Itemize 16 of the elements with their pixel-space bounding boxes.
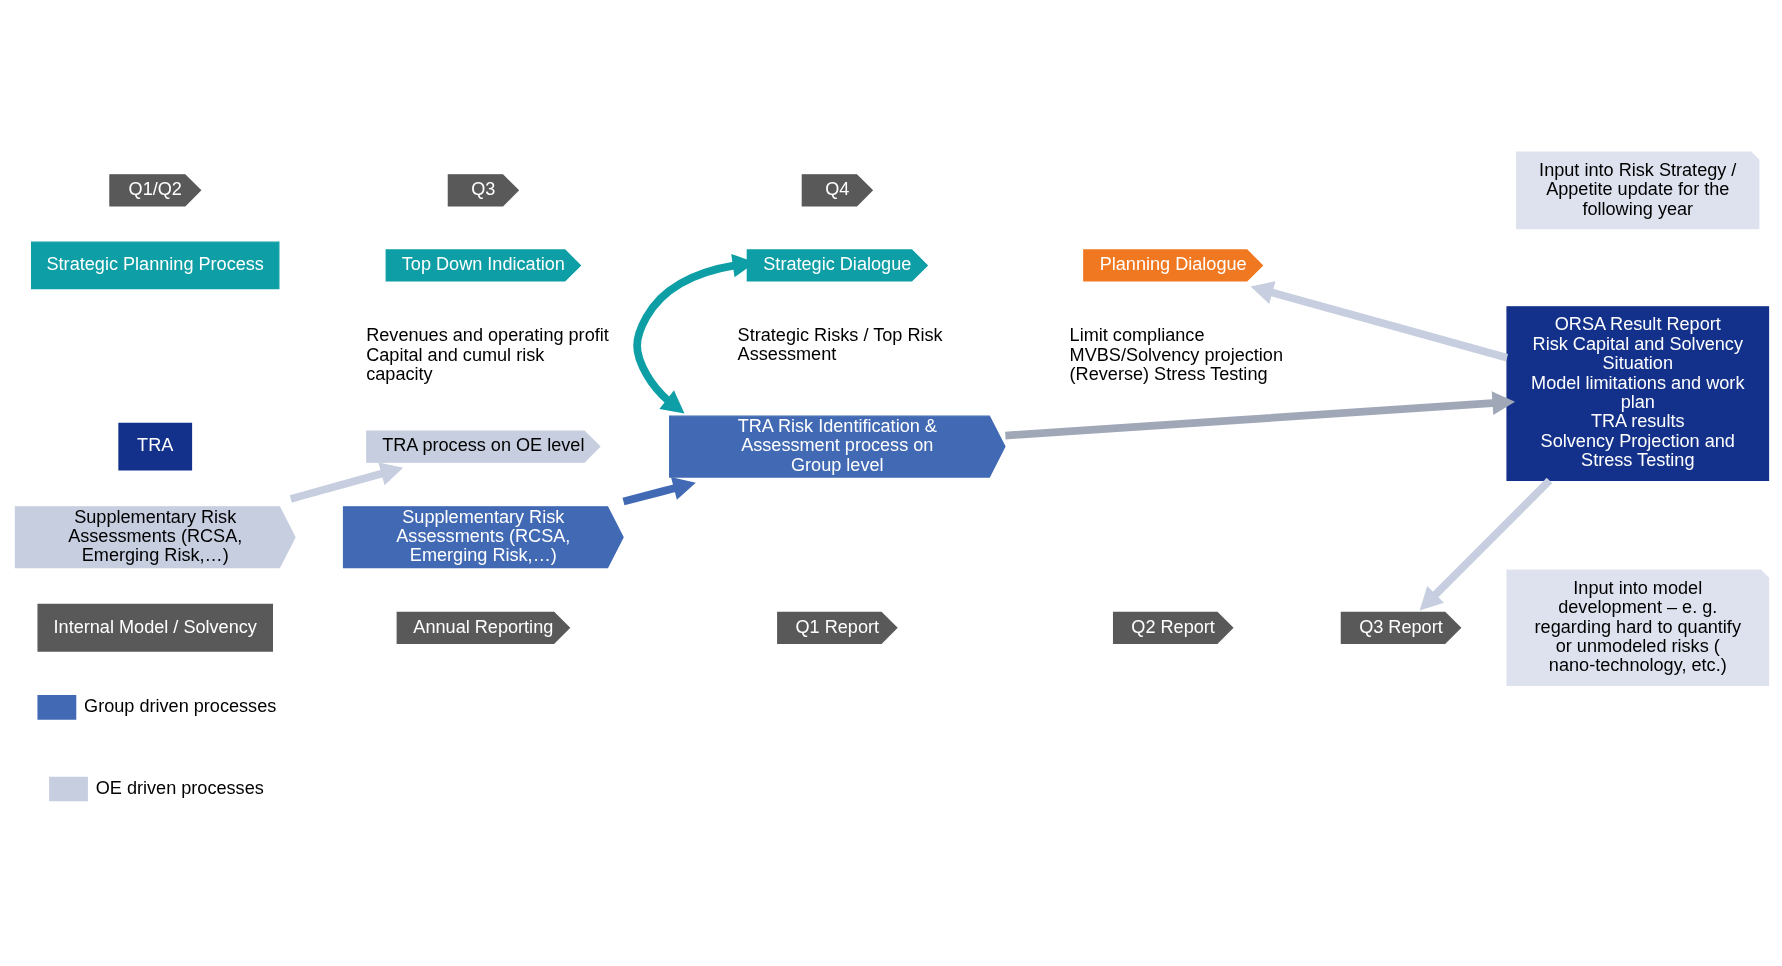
arrow: [1005, 390, 1516, 439]
node-box: Internal Model / Solvency: [37, 603, 273, 652]
arrow: [622, 476, 696, 505]
node-label: Revenues and operating profit: [366, 324, 609, 345]
node-label: Strategic Risks / Top Risk Assessment: [737, 324, 943, 364]
node-box: ORSA Result Report Risk Capital and Solvency Situation Model limitations and work plan TRA results Solvency Projection and Stress Testing: [1506, 305, 1770, 481]
node-label: Limit compliance: [1069, 324, 1205, 345]
legend-label: Group driven processes: [84, 695, 277, 716]
node-label: MVBS/Solvency projection: [1069, 344, 1283, 365]
node-box: Strategic Planning Process: [31, 241, 280, 289]
legend-label: OE driven processes: [95, 777, 264, 798]
node-box: TRA: [118, 422, 193, 471]
arrow: [289, 461, 404, 503]
node-label: Capital and cumul risk capacity: [366, 344, 545, 384]
arrow: [1419, 477, 1553, 610]
arrow: [1250, 280, 1509, 361]
